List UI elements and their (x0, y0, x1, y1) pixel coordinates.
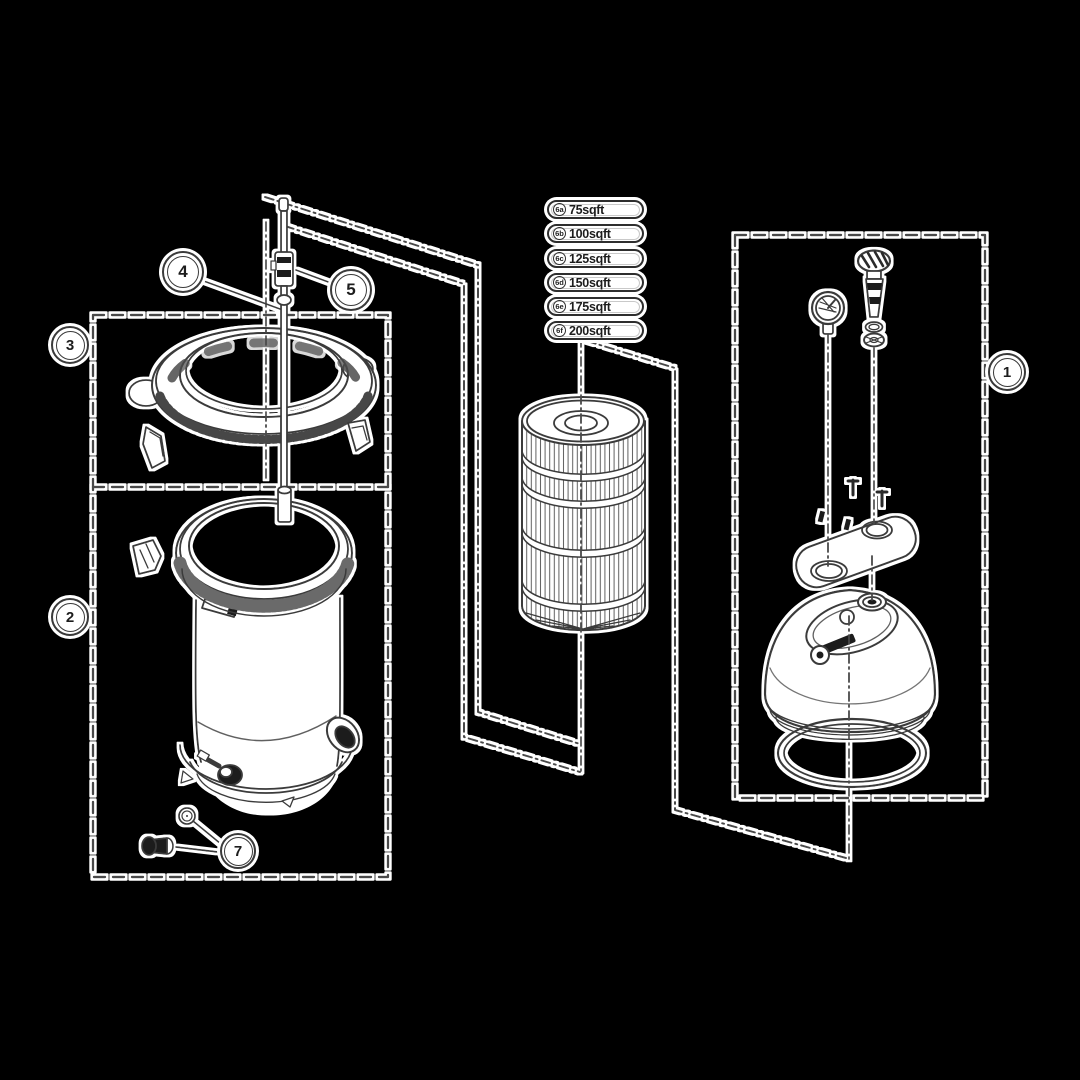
size-label-6e: 175sqft (569, 299, 611, 314)
lock-ring-teeth (155, 391, 373, 445)
size-label-6d: 150sqft (569, 275, 611, 290)
connector-lines (264, 196, 847, 859)
size-option-6a: 6a 75sqft (547, 200, 644, 219)
mounting-plate-drawing (795, 478, 917, 589)
dome-lid-drawing (763, 588, 937, 740)
pill-blank-line (551, 227, 640, 240)
callout-2: 2 (51, 598, 89, 636)
callout-5-number: 5 (335, 274, 367, 306)
dome-top-deck (805, 598, 899, 656)
pressure-gauge-drawing (810, 290, 846, 335)
pill-blank-line (551, 324, 640, 337)
cartridge-bottom-fan (525, 612, 641, 630)
head-oring-drawing (776, 717, 928, 789)
tank-mount-bracket (132, 539, 162, 575)
tank-knurled-band (173, 556, 355, 613)
callout-1-number: 1 (992, 357, 1022, 387)
lock-ring-grip-marks (167, 338, 361, 383)
callout-4-number: 4 (167, 256, 199, 288)
pill-blank-line (551, 203, 640, 216)
pill-blank-line (551, 276, 640, 289)
callout-5: 5 (330, 269, 372, 311)
dashed-region-tank-group (91, 313, 390, 879)
callout-3-number: 3 (55, 330, 85, 360)
pill-blank-line (551, 252, 640, 265)
cartridge-drawing (521, 396, 646, 632)
relief-valve-oring (864, 321, 884, 333)
size-option-6b: 6b 100sqft (547, 224, 644, 243)
tank-drawing (132, 485, 361, 856)
size-code-6d: 6d (553, 276, 566, 289)
size-label-6c: 125sqft (569, 251, 611, 266)
size-option-6c: 6c 125sqft (547, 249, 644, 268)
callout-2-number: 2 (55, 602, 85, 632)
lock-ring-right-clip (347, 419, 371, 452)
size-code-6e: 6e (553, 300, 566, 313)
pill-blank-line (551, 300, 640, 313)
size-code-6b: 6b (553, 227, 566, 240)
lock-ring-drawing (128, 327, 377, 469)
callout-3: 3 (51, 326, 89, 364)
tank-feet-mark-right (281, 796, 295, 808)
standpipe-top-cap (278, 197, 289, 212)
callout-7-number: 7 (223, 836, 253, 866)
size-code-6c: 6c (553, 252, 566, 265)
plate-screws (846, 478, 889, 508)
size-option-6d: 6d 150sqft (547, 273, 644, 292)
size-option-6f: 6f 200sqft (547, 321, 644, 340)
callout-7: 7 (220, 833, 256, 869)
callout-1: 1 (988, 353, 1026, 391)
size-code-6a: 6a (553, 203, 566, 216)
dashed-region-head-group (733, 233, 987, 800)
tank-feet-mark-left (180, 770, 194, 784)
center-lines (265, 221, 875, 861)
leader-lines (175, 269, 990, 853)
standpipe-drawing (270, 197, 294, 506)
size-label-6b: 100sqft (569, 226, 611, 241)
size-label-6a: 75sqft (569, 202, 605, 217)
size-option-6e: 6e 175sqft (547, 297, 644, 316)
callout-4: 4 (162, 251, 204, 293)
size-label-6f: 200sqft (569, 323, 611, 338)
size-code-6f: 6f (553, 324, 566, 337)
air-relief-valve-drawing (856, 249, 892, 348)
drain-plug-oring (178, 807, 196, 825)
